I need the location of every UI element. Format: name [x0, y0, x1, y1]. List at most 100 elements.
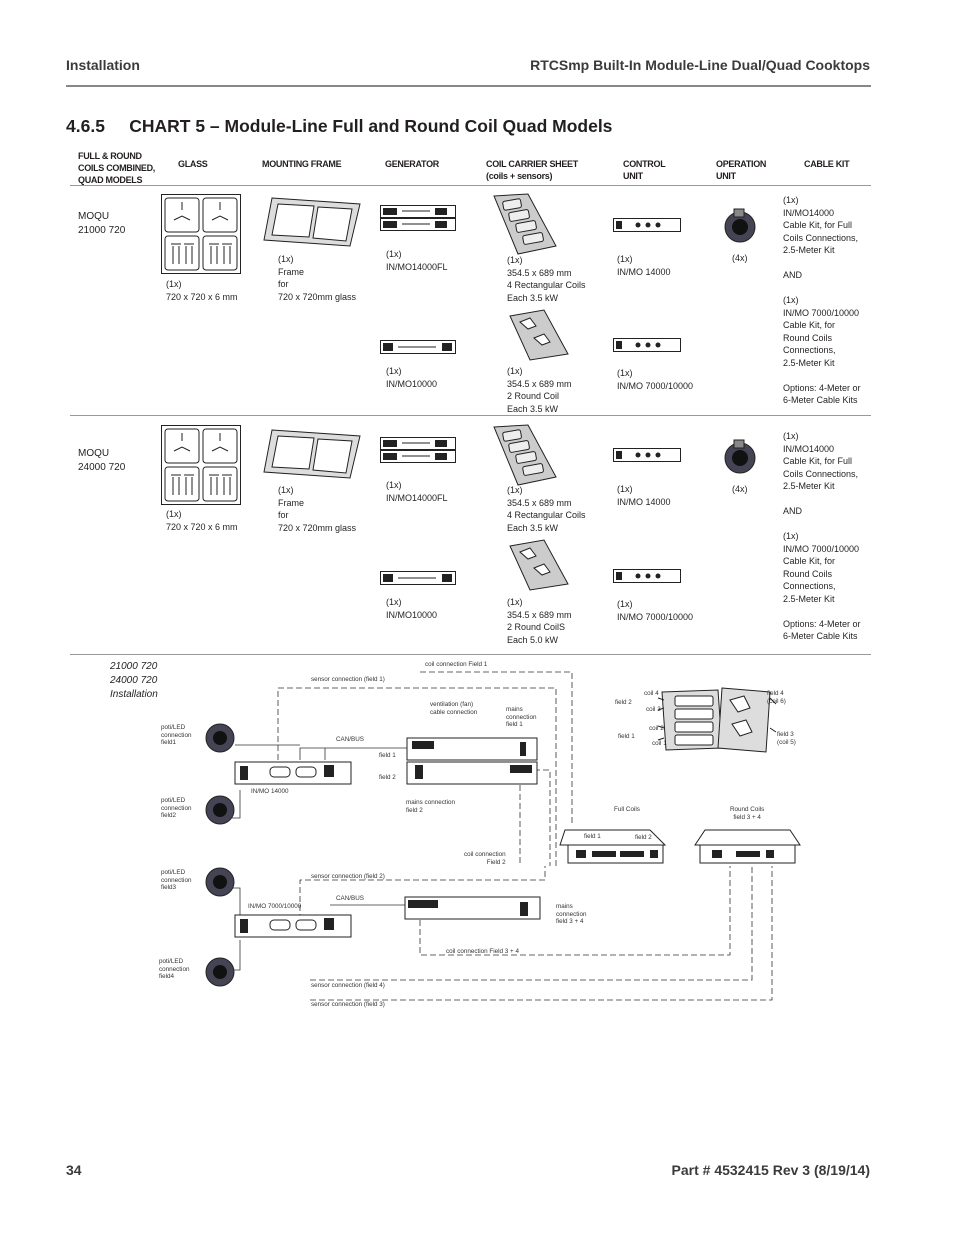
- control-unit-spec: (1x) IN/MO 14000: [617, 254, 671, 277]
- knob-field4: [205, 957, 235, 987]
- knob-field3: [205, 867, 235, 897]
- glass-image: [161, 425, 241, 505]
- label-field3-coil5: field 3 (coil 5): [777, 731, 796, 746]
- generator-14000fl-image: [380, 205, 456, 231]
- glass-spec: (1x) 720 x 720 x 6 mm: [166, 509, 238, 532]
- mounting-frame-spec: (1x) Frame for 720 x 720mm glass: [278, 254, 357, 302]
- page-number: 34: [66, 1162, 82, 1178]
- cable-kit-spec: (1x) IN/MO14000 Cable Kit, for Full Coil…: [783, 431, 861, 641]
- label-hob-field2: field 2: [635, 834, 652, 841]
- label-poti-field1: poti/LED connection field1: [161, 724, 192, 746]
- label-top-field2: field 2: [615, 699, 632, 706]
- generator-spec: (1x) IN/MO14000FL: [386, 249, 448, 272]
- control-unit-14000: [234, 761, 352, 785]
- control-unit-7000-image: [613, 338, 681, 352]
- control-unit-7000: [234, 914, 352, 938]
- label-inmo-7000: IN/MO 7000/10000: [248, 903, 302, 910]
- label-canbus: CAN/BUS: [336, 736, 364, 743]
- control-unit-spec: (1x) IN/MO 7000/10000: [617, 368, 694, 391]
- rectangular-coil-sheet-image: [493, 193, 557, 255]
- round-coil-sheet-image: [509, 539, 569, 591]
- label-mains-field34: mains connection field 3 + 4: [556, 903, 587, 925]
- column-header-glass: GLASS: [178, 159, 208, 169]
- label-field4-coil6: field 4 (coil 6): [767, 690, 786, 705]
- control-unit-7000-image: [613, 569, 681, 583]
- label-hob-field1: field 1: [584, 833, 601, 840]
- label-mains-field2: mains connection field 2: [406, 799, 456, 814]
- label-field1: field 1: [379, 752, 396, 759]
- knob-field1: [205, 723, 235, 753]
- column-header-operation-unit: OPERATION UNIT: [716, 159, 767, 181]
- label-full-coils: Full Coils: [614, 806, 640, 813]
- label-coil-connection-field2: coil connection Field 2: [464, 851, 506, 866]
- column-header-cable-kit: CABLE KIT: [804, 159, 850, 169]
- diagram-title: 21000 720 24000 720 Installation: [110, 661, 158, 700]
- coil-sheet-spec: (1x) 354.5 x 689 mm 2 Round Coil Each 3.…: [507, 366, 572, 414]
- label-canbus-2: CAN/BUS: [336, 895, 364, 902]
- label-poti-field2: poti/LED connection field2: [161, 797, 192, 819]
- generator-10000-image: [380, 571, 456, 585]
- coil-sheets-top: [657, 687, 777, 753]
- label-coil-connection-field1: coil connection Field 1: [425, 661, 488, 668]
- column-header-mounting-frame: MOUNTING FRAME: [262, 159, 342, 169]
- header-rule: [66, 85, 871, 87]
- label-coil-connection-field34: coil connection Field 3 + 4: [446, 948, 519, 955]
- label-coil4: coil 4: [644, 690, 659, 697]
- generator-10000-image: [380, 340, 456, 354]
- model-number: MOQU 21000 720: [78, 211, 126, 236]
- label-poti-field3: poti/LED connection field3: [161, 869, 192, 891]
- label-coil3: coil 3: [646, 706, 661, 713]
- table-rule-middle: [70, 415, 871, 416]
- label-sensor-field3: sensor connection (field 3): [311, 1001, 385, 1008]
- column-header-model: FULL & ROUND COILS COMBINED, QUAD MODELS: [78, 151, 156, 185]
- column-header-control-unit: CONTROL UNIT: [623, 159, 666, 181]
- generator-10000: [404, 896, 541, 920]
- mounting-frame-spec: (1x) Frame for 720 x 720mm glass: [278, 485, 357, 533]
- coil-sheet-spec: (1x) 354.5 x 689 mm 4 Rectangular Coils …: [507, 255, 586, 303]
- cable-kit-spec: (1x) IN/MO14000 Cable Kit, for Full Coil…: [783, 195, 861, 405]
- control-unit-14000-image: [613, 218, 681, 232]
- label-ventilation: ventilation (fan) cable connection: [430, 701, 478, 716]
- rectangular-coil-sheet-image: [493, 424, 557, 486]
- label-mains-field1: mains connection field 1: [506, 706, 537, 728]
- generator-spec: (1x) IN/MO10000: [386, 366, 438, 389]
- operation-unit-qty: (4x): [732, 253, 748, 263]
- label-round-coils: Round Coils field 3 + 4: [730, 806, 765, 821]
- knob-field2: [205, 795, 235, 825]
- hob-round-coils: [694, 829, 801, 864]
- glass-spec: (1x) 720 x 720 x 6 mm: [166, 279, 238, 302]
- operation-knob-image: [724, 208, 756, 243]
- glass-image: [161, 194, 241, 274]
- label-sensor-field1: sensor connection (field 1): [311, 676, 385, 683]
- label-field2: field 2: [379, 774, 396, 781]
- table-rule-top: [70, 185, 871, 186]
- label-coil2: coil 2: [649, 725, 664, 732]
- label-top-field1: field 1: [618, 733, 635, 740]
- mounting-frame-image: [263, 429, 361, 479]
- control-unit-spec: (1x) IN/MO 7000/10000: [617, 599, 694, 622]
- table-rule-bottom: [70, 654, 871, 655]
- round-coil-sheet-image: [509, 309, 569, 361]
- label-sensor-field4: sensor connection (field 4): [311, 982, 385, 989]
- model-number: MOQU 24000 720: [78, 448, 126, 473]
- column-header-coil-carrier: COIL CARRIER SHEET (coils + sensors): [486, 159, 578, 181]
- column-header-generator: GENERATOR: [385, 159, 439, 169]
- control-unit-spec: (1x) IN/MO 14000: [617, 484, 671, 507]
- section-title: 4.6.5 CHART 5 – Module-Line Full and Rou…: [66, 116, 613, 136]
- generator-14000fl: [406, 737, 538, 785]
- operation-unit-qty: (4x): [732, 484, 748, 494]
- generator-spec: (1x) IN/MO14000FL: [386, 480, 448, 503]
- label-sensor-field2: sensor connection (field 2): [311, 873, 385, 880]
- coil-sheet-spec: (1x) 354.5 x 689 mm 4 Rectangular Coils …: [507, 485, 586, 533]
- hob-full-coils: [559, 829, 667, 864]
- header-document-title: RTCSmp Built-In Module-Line Dual/Quad Co…: [530, 57, 870, 73]
- operation-knob-image: [724, 439, 756, 474]
- header-section-label: Installation: [66, 57, 140, 73]
- label-inmo-14000: IN/MO 14000: [251, 788, 289, 795]
- label-coil1: coil 1: [652, 740, 667, 747]
- generator-14000fl-image: [380, 437, 456, 463]
- label-poti-field4: poti/LED connection field4: [159, 958, 190, 980]
- part-number: Part # 4532415 Rev 3 (8/19/14): [671, 1162, 870, 1178]
- coil-sheet-spec: (1x) 354.5 x 689 mm 2 Round CoilS Each 5…: [507, 597, 572, 645]
